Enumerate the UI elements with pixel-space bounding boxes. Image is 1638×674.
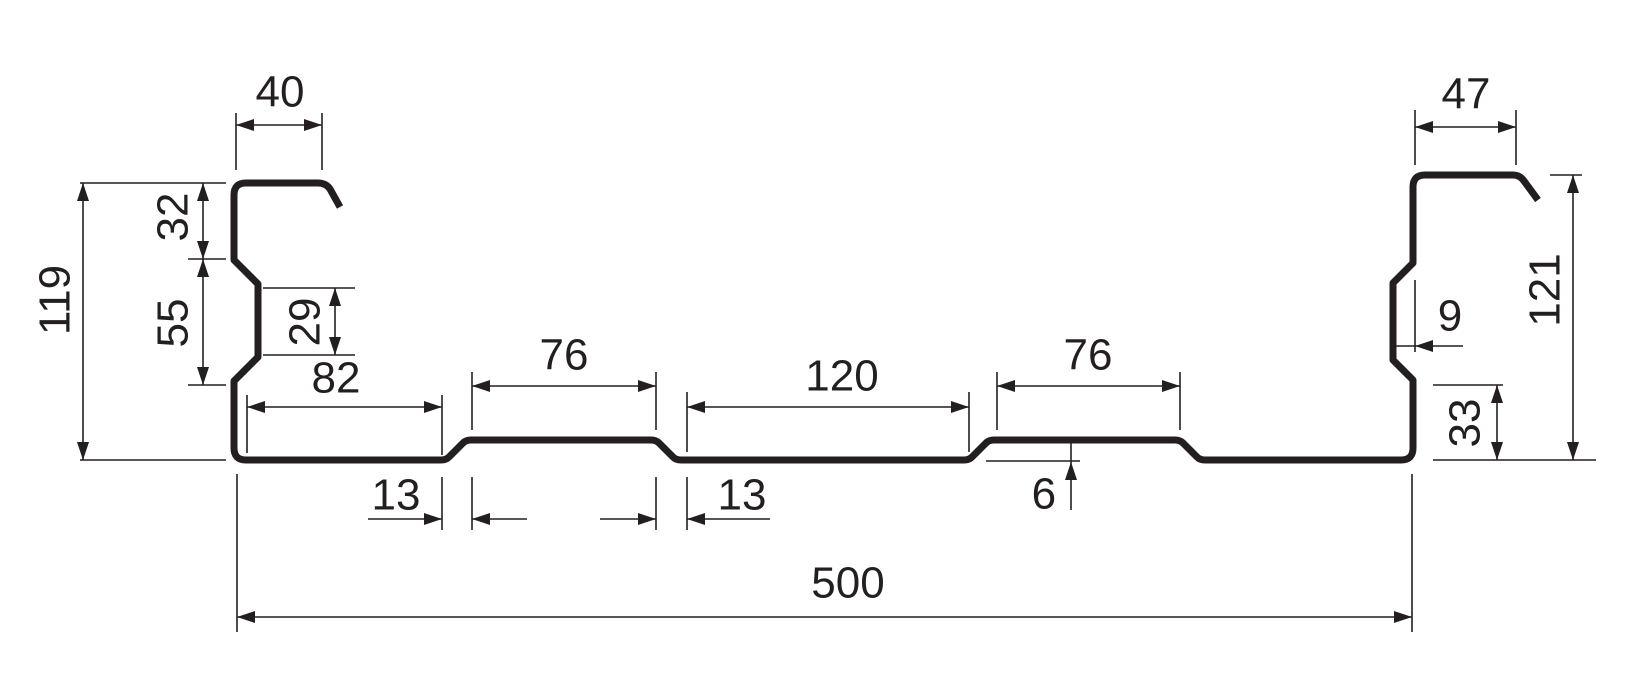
rib-slope-right-label: 13 — [718, 471, 767, 520]
arrowhead-icon — [687, 401, 705, 413]
right-flange-width-label: 47 — [1442, 70, 1491, 119]
rib-slope-left-label: 13 — [372, 471, 421, 520]
arrowhead-icon — [424, 513, 442, 525]
arrowhead-icon — [1498, 121, 1516, 133]
arrowhead-icon — [1162, 380, 1180, 392]
arrowhead-icon — [197, 259, 209, 277]
arrowhead-icon — [329, 288, 341, 306]
middle-width-label: 120 — [805, 352, 878, 401]
rib-depth-label: 9 — [1032, 469, 1056, 518]
arrowhead-icon — [236, 119, 254, 131]
arrowhead-icon — [197, 241, 209, 259]
arrowhead-icon — [247, 401, 265, 413]
arrowhead-icon — [638, 380, 656, 392]
left-upper-height-label: 32 — [149, 193, 198, 242]
right-recess-depth-label: 9 — [1438, 292, 1462, 341]
rib-top-width-right-label: 76 — [1064, 331, 1113, 380]
left-flange-width-label: 40 — [256, 68, 305, 117]
right-total-height-label: 121 — [1521, 253, 1570, 326]
arrowhead-icon — [687, 513, 705, 525]
right-lower-height-label: 33 — [1441, 399, 1490, 448]
arrowhead-icon — [424, 401, 442, 413]
rib-top-width-left-label: 76 — [540, 331, 589, 380]
arrowhead-icon — [472, 513, 490, 525]
left-total-height-label: 119 — [31, 265, 80, 335]
total-width-label: 500 — [811, 559, 884, 608]
arrowhead-icon — [1491, 385, 1503, 403]
left-recess-height-label: 29 — [281, 298, 330, 347]
arrowhead-icon — [1415, 121, 1433, 133]
arrowhead-icon — [1491, 442, 1503, 460]
arrowhead-icon — [197, 183, 209, 201]
arrowhead-icon — [951, 401, 969, 413]
left-bottom-width-label: 82 — [312, 354, 361, 403]
sheet-profile — [230, 171, 1541, 464]
arrowhead-icon — [329, 337, 341, 355]
arrowhead-icon — [472, 380, 490, 392]
arrowhead-icon — [638, 513, 656, 525]
arrowhead-icon — [1415, 340, 1433, 352]
arrowhead-icon — [1065, 462, 1077, 480]
arrowhead-icon — [77, 183, 89, 201]
arrowhead-icon — [304, 119, 322, 131]
arrowhead-icon — [237, 611, 255, 623]
arrowhead-icon — [1394, 611, 1412, 623]
arrowhead-icon — [1567, 175, 1579, 193]
arrowhead-icon — [1567, 442, 1579, 460]
arrowhead-icon — [197, 367, 209, 385]
left-step-height-label: 55 — [149, 299, 198, 348]
arrowhead-icon — [997, 380, 1015, 392]
arrowhead-icon — [77, 442, 89, 460]
